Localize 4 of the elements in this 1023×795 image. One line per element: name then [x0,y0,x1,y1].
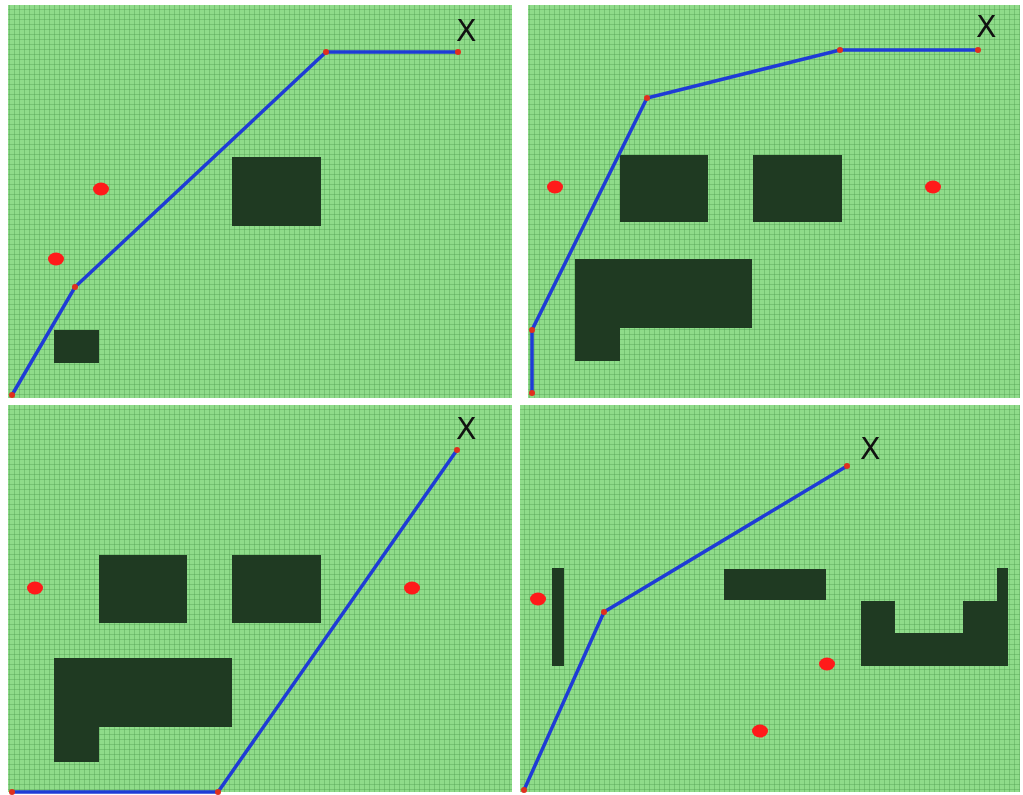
goal-mark: X [976,12,997,42]
goal-mark: X [456,16,477,46]
goal-mark: X [860,434,881,464]
goal-mark: X [456,414,477,444]
